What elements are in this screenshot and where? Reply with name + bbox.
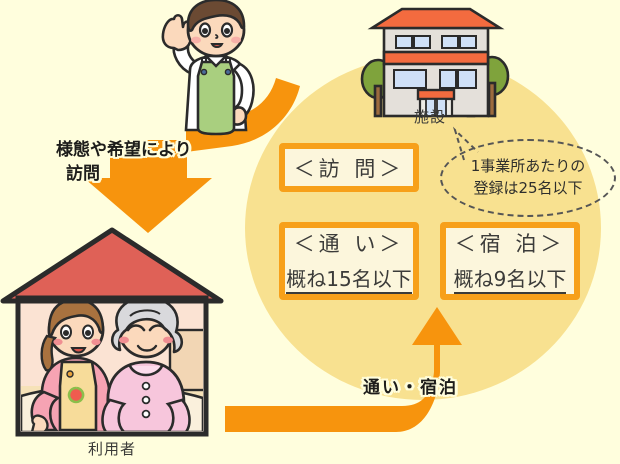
building-entrance-canopy: [416, 88, 456, 101]
service-box-shukuhaku[interactable]: ＜宿 泊＞ 概ね9名以下: [440, 222, 580, 300]
user-label: 利用者: [87, 440, 136, 458]
bubble-tail: [452, 126, 479, 161]
facility-building-illustration: [360, 7, 510, 118]
facility-label: 施設: [413, 108, 446, 126]
service-box-kayoi-detail: 概ね15名以下: [286, 263, 412, 294]
service-box-houmon[interactable]: ＜訪 問＞: [279, 143, 419, 192]
user-house-illustration: [0, 227, 224, 437]
hair: [186, 0, 246, 33]
return-arrow-label: 通い・宿泊: [363, 378, 458, 398]
service-box-kayoi-title: ＜通 い＞: [293, 232, 405, 256]
service-box-houmon-title: ＜訪 問＞: [293, 156, 405, 181]
bubble-line-2: 登録は25名以下: [473, 179, 583, 197]
registration-limit-bubble: 1事業所あたりの 登録は25名以下: [440, 139, 616, 217]
service-box-kayoi[interactable]: ＜通 い＞ 概ね15名以下: [279, 222, 419, 300]
bubble-line-1: 1事業所あたりの: [470, 157, 586, 176]
building-roof: [367, 7, 505, 30]
building-band: [382, 50, 490, 66]
apron-body: [196, 60, 236, 136]
service-box-shukuhaku-detail: 概ね9名以下: [453, 263, 567, 294]
elderly-woman: [101, 301, 191, 431]
hair: [47, 301, 105, 338]
return-arrow: [225, 307, 462, 432]
caregiver-person-illustration: [161, 0, 255, 136]
house-roof: [0, 227, 224, 304]
caregiver-woman: [30, 301, 112, 431]
visit-arrow-label-line2: 訪問: [66, 164, 100, 184]
service-box-shukuhaku-title: ＜宿 泊＞: [454, 232, 566, 256]
grey-hair: [110, 301, 184, 354]
visit-arrow-label-line1: 様態や希望により: [56, 140, 192, 160]
